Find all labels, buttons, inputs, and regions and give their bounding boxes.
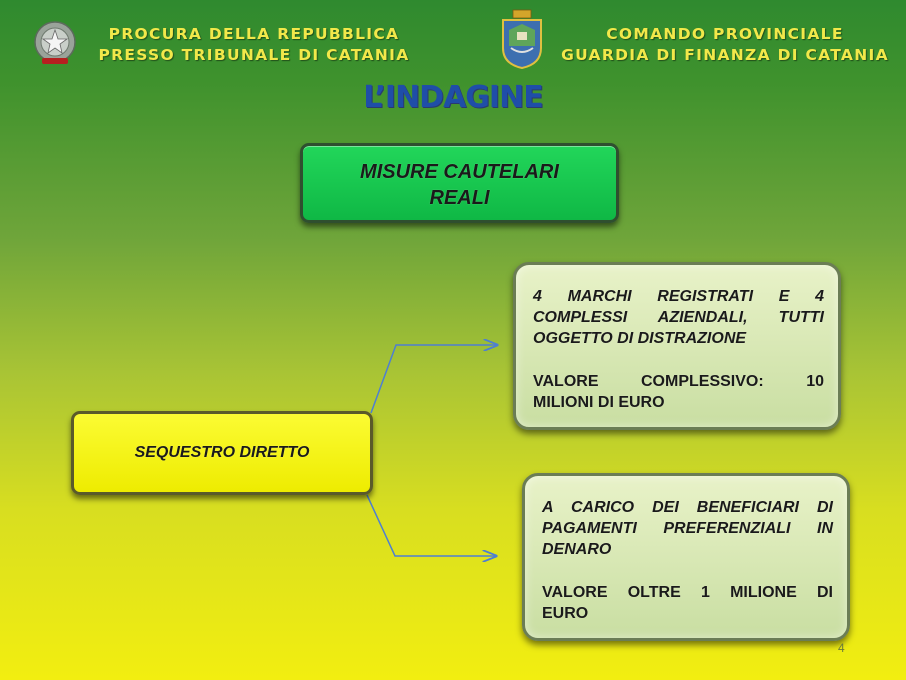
marchi-value-line1: VALORE COMPLESSIVO: 10: [533, 373, 824, 390]
header-left-line2: PRESSO TRIBUNALE DI CATANIA: [98, 46, 410, 64]
carico-value: VALORE OLTRE 1 MILIONE DI EURO: [542, 582, 833, 624]
slide-title: L’INDAGINE: [363, 80, 543, 115]
header-right-line1: COMANDO PROVINCIALE: [606, 25, 844, 43]
misure-line1: MISURE CAUTELARI: [360, 161, 559, 183]
marchi-value: VALORE COMPLESSIVO: 10 MILIONI DI EURO: [533, 371, 824, 413]
guardia-di-finanza-crest-icon: [502, 9, 542, 70]
misure-cautelari-box: MISURE CAUTELARI REALI: [300, 143, 619, 223]
carico-value-line2: EURO: [542, 605, 589, 622]
marchi-description: 4 MARCHI REGISTRATI E 4 COMPLESSI AZIEND…: [533, 286, 824, 349]
arrow-to-carico: [366, 494, 496, 556]
marchi-line2: COMPLESSI AZIENDALI, TUTTI: [533, 309, 824, 326]
header-guardia-finanza: COMANDO PROVINCIALE GUARDIA DI FINANZA D…: [556, 24, 894, 66]
carico-line3: DENARO: [542, 541, 612, 558]
marchi-line3: OGGETTO DI DISTRAZIONE: [533, 330, 747, 347]
sequestro-diretto-box: SEQUESTRO DIRETTO: [71, 411, 373, 495]
republic-emblem-icon: [34, 21, 76, 64]
marchi-value-line2: MILIONI DI EURO: [533, 394, 665, 411]
carico-description: A CARICO DEI BENEFICIARI DI PAGAMENTI PR…: [542, 497, 833, 560]
sequestro-label: SEQUESTRO DIRETTO: [134, 444, 310, 461]
carico-line1: A CARICO DEI BENEFICIARI DI: [542, 499, 833, 516]
misure-line2: REALI: [429, 187, 490, 209]
arrow-to-marchi: [370, 345, 497, 414]
carico-line2: PAGAMENTI PREFERENZIALI IN: [542, 520, 833, 537]
page-number: 4: [838, 641, 845, 655]
marchi-line1: 4 MARCHI REGISTRATI E 4: [533, 288, 824, 305]
header-left-line1: PROCURA DELLA REPUBBLICA: [108, 25, 400, 43]
header-procura: PROCURA DELLA REPUBBLICA PRESSO TRIBUNAL…: [88, 24, 420, 66]
marchi-detail-box: 4 MARCHI REGISTRATI E 4 COMPLESSI AZIEND…: [513, 262, 841, 430]
carico-value-line1: VALORE OLTRE 1 MILIONE DI: [542, 584, 833, 601]
carico-beneficiari-box: A CARICO DEI BENEFICIARI DI PAGAMENTI PR…: [522, 473, 850, 641]
header-right-line2: GUARDIA DI FINANZA DI CATANIA: [561, 46, 889, 64]
